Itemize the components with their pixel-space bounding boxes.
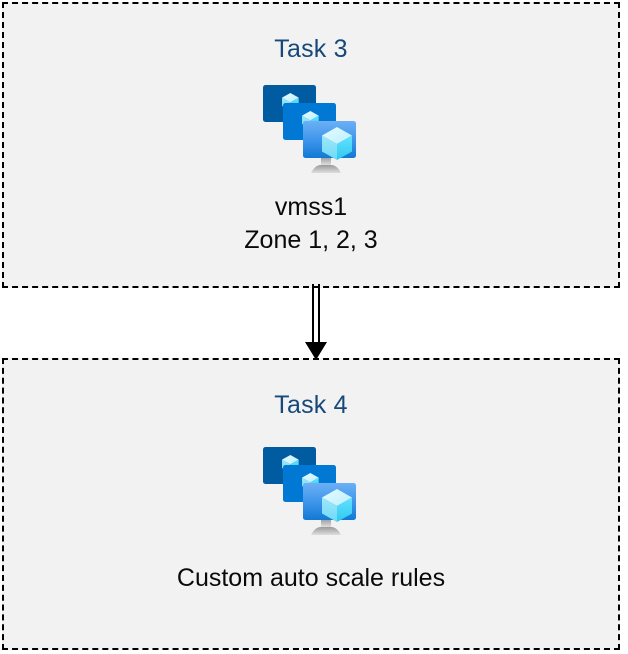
node-caption: vmss1 Zone 1, 2, 3 (244, 191, 377, 257)
node-caption-line: Zone 1, 2, 3 (244, 226, 378, 254)
task-title: Task 3 (274, 35, 348, 63)
azure-vm-scale-set-icon (259, 83, 363, 179)
task-box-task3[interactable]: Task 3 (2, 2, 620, 288)
azure-vm-scale-set-icon (259, 445, 363, 541)
task-box-task4[interactable]: Task 4 (2, 358, 620, 650)
node-caption-line: Custom auto scale rules (176, 564, 446, 592)
node-caption-line: vmss1 (274, 193, 348, 221)
node-caption: Custom auto scale rules (177, 562, 445, 595)
task-title: Task 4 (274, 391, 348, 419)
arrow-down-connector (296, 284, 336, 362)
